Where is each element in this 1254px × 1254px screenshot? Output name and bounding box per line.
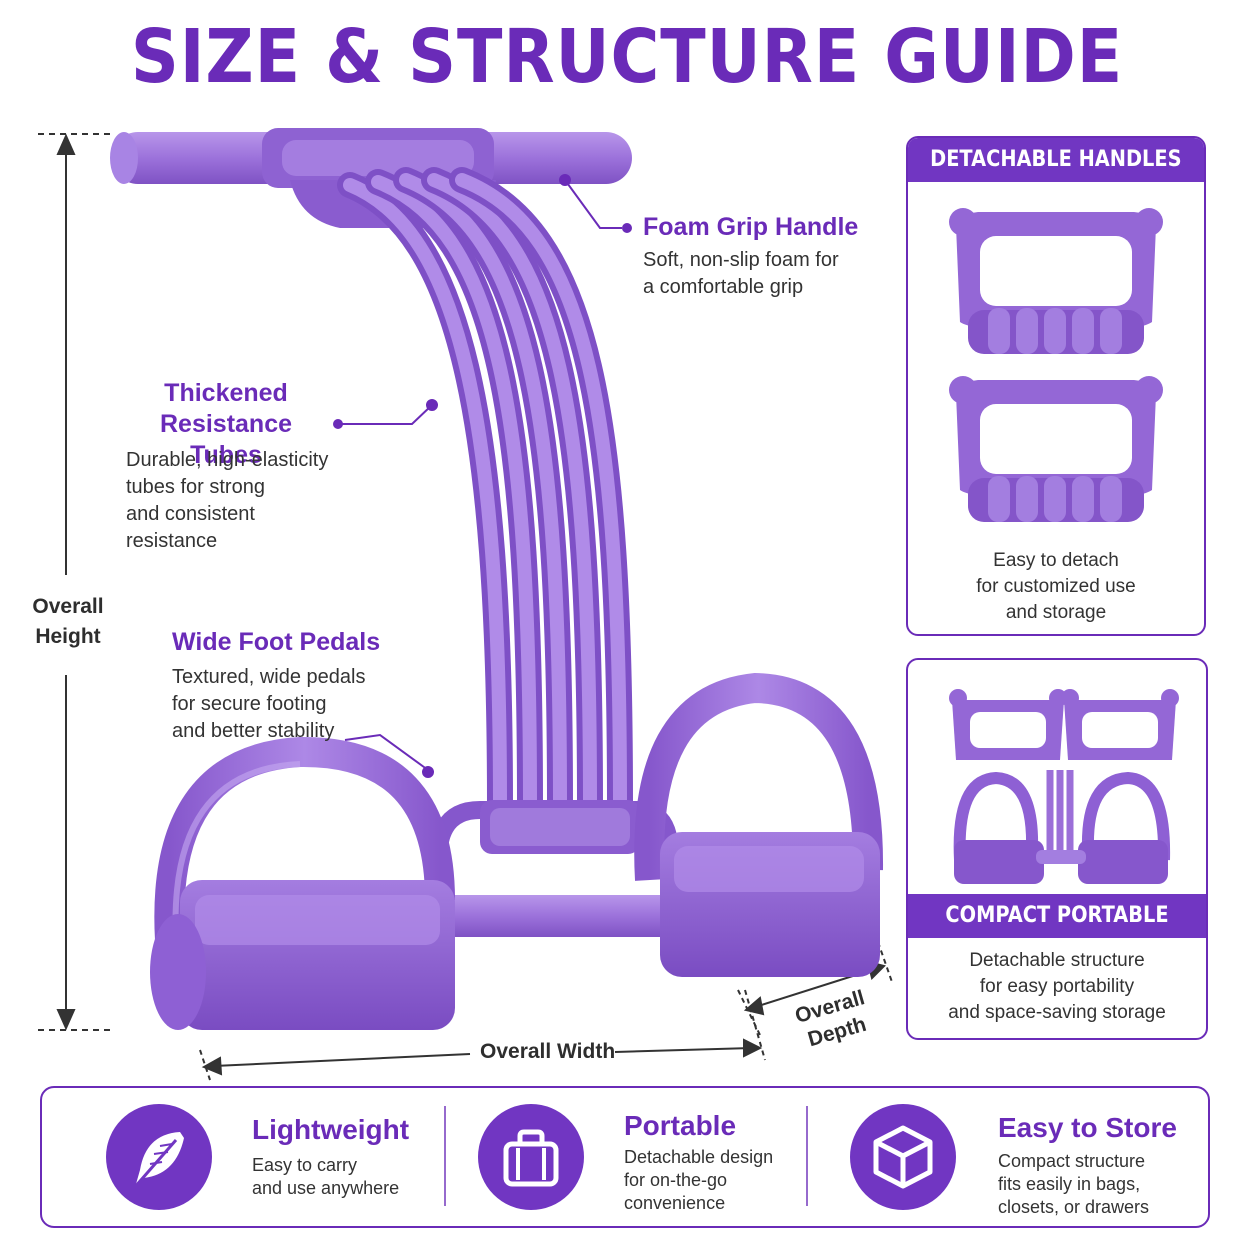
compact-design-header-text: COMPACT PORTABLE DESIGN (945, 903, 1169, 972)
foam-grip-text-line1: Soft, non-slip foam for (643, 249, 839, 271)
portable-text-line3: convenience (624, 1193, 726, 1213)
suitcase-icon (503, 1129, 559, 1187)
page-title: SIZE & STRUCTURE GUIDE (130, 14, 1124, 100)
store-text: Compact structure fits easily in bags, c… (998, 1150, 1149, 1219)
resistance-tubes (337, 167, 633, 818)
compact-design-text-line3: and space-saving storage (948, 1002, 1166, 1023)
tubes-title-line1: Thickened (164, 379, 288, 407)
tubes-text-line4: resistance (126, 530, 218, 552)
portable-title: Portable (624, 1110, 737, 1141)
detachable-handles-text-line1: Easy to detach (993, 550, 1119, 571)
pedals-text-line2: for secure footing (172, 693, 327, 715)
features-bar: Lightweight Easy to carry and use anywhe… (40, 1086, 1210, 1228)
width-dimension (199, 989, 766, 1081)
store-text-line1: Compact structure (998, 1151, 1146, 1171)
tubes-text-line2: tubes for strong (126, 476, 265, 498)
lightweight-feature-circle (106, 1104, 212, 1210)
pedals-text: Textured, wide pedals for secure footing… (172, 664, 365, 745)
tubes-text-line1: Durable, high-elasticity (126, 449, 329, 471)
detachable-handles-panel: DETACHABLE HANDLES (906, 136, 1206, 636)
width-label: Overall Width (480, 1040, 616, 1063)
tubes-title-line2: Resistance Tubes (159, 410, 293, 469)
store-text-line3: closets, or drawers (998, 1197, 1150, 1217)
lightweight-title: Lightweight (252, 1114, 410, 1145)
height-dimension (38, 133, 112, 1031)
handle-top (949, 208, 1163, 354)
height-label-line2: Height (35, 625, 101, 648)
store-title: Easy to Store (998, 1112, 1177, 1143)
feature-divider-1 (444, 1106, 446, 1206)
lightweight-text-line2: and use anywhere (252, 1178, 400, 1198)
store-feature-circle (850, 1104, 956, 1210)
foam-grip-title: Foam Grip Handle (643, 213, 859, 241)
pedals-title: Wide Foot Pedals (172, 628, 381, 656)
box-icon (873, 1125, 933, 1189)
portable-text-line1: Detachable design (624, 1147, 774, 1167)
compact-design-text-line1: Detachable structure (969, 950, 1145, 971)
lightweight-text: Easy to carry and use anywhere (252, 1154, 399, 1200)
handle-bottom (949, 376, 1163, 522)
right-foot-pedal (634, 672, 884, 977)
height-label-line1: Overall (32, 595, 104, 618)
detachable-handles-header-text: DETACHABLE HANDLES (930, 147, 1182, 172)
feature-divider-2 (806, 1106, 808, 1206)
tubes-title: Thickened Resistance Tubes (126, 378, 326, 471)
portable-feature-circle (478, 1104, 584, 1210)
store-text-line2: fits easily in bags, (998, 1174, 1141, 1194)
pedals-text-line1: Textured, wide pedals (172, 666, 366, 688)
compact-design-header: COMPACT PORTABLE DESIGN (908, 894, 1206, 972)
lightweight-text-line1: Easy to carry (252, 1155, 358, 1175)
detachable-handles-text: Easy to detach for customized use and st… (908, 548, 1204, 626)
detachable-handles-header: DETACHABLE HANDLES (908, 138, 1204, 182)
callout-leaders (333, 174, 632, 778)
handle-illustrations (949, 208, 1163, 522)
foam-grip-text: Soft, non-slip foam for a comfortable gr… (643, 247, 839, 301)
detachable-handles-text-line2: for customized use (976, 576, 1136, 597)
compact-design-panel: COMPACT PORTABLE DESIGN Detachable struc… (906, 658, 1208, 1040)
left-foot-pedal (150, 736, 455, 1030)
feather-icon (132, 1132, 184, 1189)
tubes-text: Durable, high-elasticity tubes for stron… (126, 447, 328, 555)
compact-design-text-line2: for easy portability (979, 976, 1135, 997)
foam-grip-text-line2: a comfortable grip (643, 276, 804, 298)
detachable-handles-text-line3: and storage (1005, 602, 1107, 623)
compact-design-text: Detachable structure for easy portabilit… (908, 948, 1206, 1026)
portable-text: Detachable design for on-the-go convenie… (624, 1146, 773, 1215)
height-label: Overall Height (26, 592, 110, 652)
pedals-text-line3: and better stability (172, 720, 335, 742)
portable-text-line2: for on-the-go (624, 1170, 728, 1190)
compact-illustration (949, 689, 1179, 884)
tubes-text-line3: and consistent (126, 503, 255, 525)
